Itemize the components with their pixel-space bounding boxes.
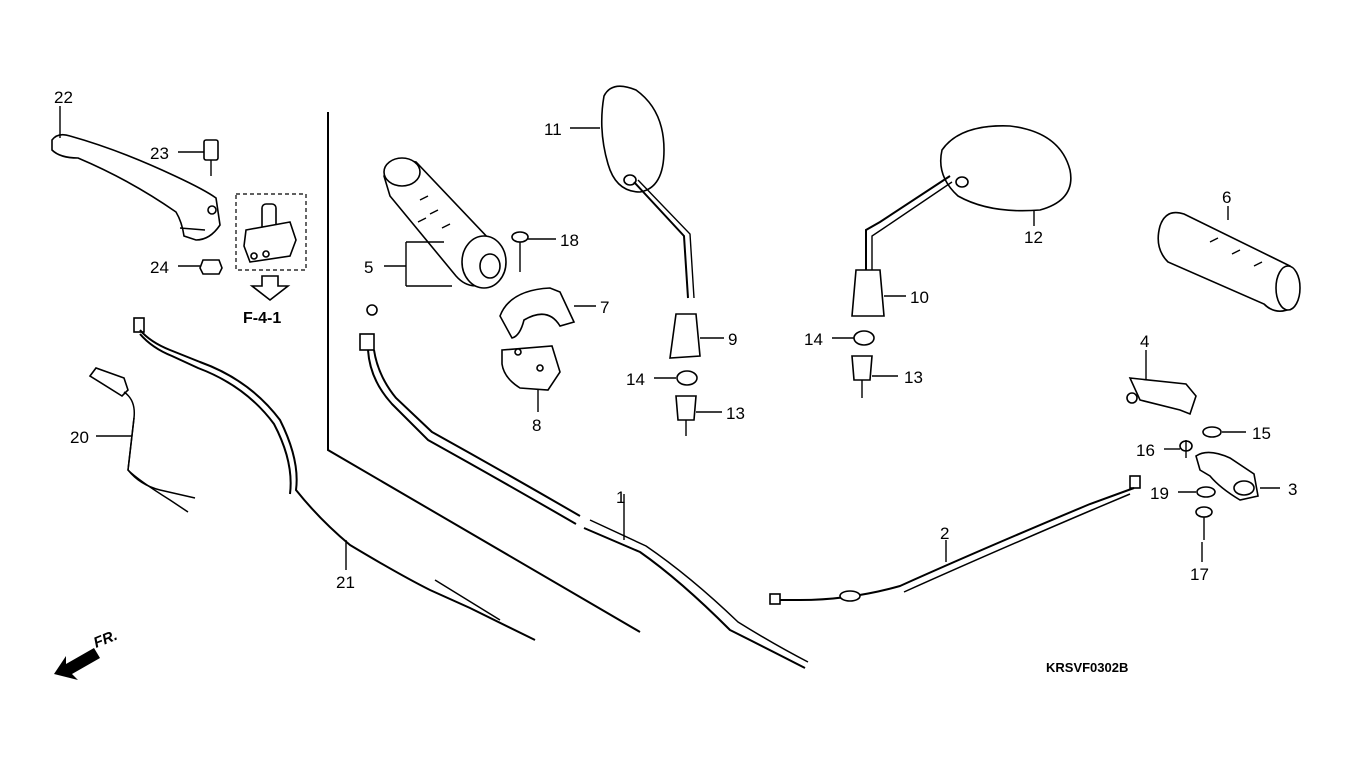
housing-lower[interactable]: [501, 345, 561, 391]
leader-lines: [59, 106, 1280, 570]
callout-2[interactable]: 2: [940, 524, 949, 543]
callout-23[interactable]: 23: [150, 144, 169, 163]
callout-21[interactable]: 21: [336, 573, 355, 592]
callout-20[interactable]: 20: [70, 428, 89, 447]
reference-label: F-4-1: [243, 310, 281, 327]
boot-10[interactable]: [851, 269, 885, 317]
clutch-switch[interactable]: [88, 367, 196, 513]
front-direction-label: FR.: [91, 627, 120, 652]
callout-11[interactable]: 11: [544, 120, 562, 139]
callout-14-left[interactable]: 14: [626, 370, 645, 389]
nut-24[interactable]: [199, 259, 223, 275]
callout-6[interactable]: 6: [1222, 188, 1231, 207]
callout-7[interactable]: 7: [600, 298, 609, 317]
callout-22[interactable]: 22: [54, 88, 73, 107]
callout-1[interactable]: 1: [616, 488, 625, 507]
adapter-13-left[interactable]: [675, 395, 697, 436]
boot-9[interactable]: [669, 313, 701, 359]
lever-3[interactable]: [1195, 451, 1259, 501]
callout-4[interactable]: 4: [1140, 332, 1149, 351]
mirror-left[interactable]: [600, 85, 695, 299]
callout-9[interactable]: 9: [728, 330, 737, 349]
callout-10[interactable]: 10: [910, 288, 929, 307]
nut-14-right[interactable]: [853, 330, 875, 346]
washer-15[interactable]: [1202, 426, 1222, 438]
callout-16[interactable]: 16: [1136, 441, 1155, 460]
callout-24[interactable]: 24: [150, 258, 169, 277]
diagram-code: KRSVF0302B: [1046, 660, 1128, 675]
reference-box: [235, 193, 307, 271]
mirror-right[interactable]: [865, 125, 1072, 296]
callout-15[interactable]: 15: [1252, 424, 1271, 443]
cable-2[interactable]: [769, 475, 1141, 605]
callout-19[interactable]: 19: [1150, 484, 1169, 503]
callout-17[interactable]: 17: [1190, 565, 1209, 584]
front-arrow-icon: [54, 648, 100, 680]
handle-grip[interactable]: [1157, 211, 1301, 312]
callout-13-right[interactable]: 13: [904, 368, 923, 387]
nut-14-left[interactable]: [676, 370, 698, 386]
separator-line: [327, 112, 641, 633]
callout-18[interactable]: 18: [560, 231, 579, 250]
callout-14-right[interactable]: 14: [804, 330, 823, 349]
reference-part-icon: [243, 203, 297, 263]
throttle-grip[interactable]: [383, 157, 507, 289]
bracket-4[interactable]: [1126, 377, 1197, 416]
screw-18[interactable]: [511, 231, 529, 272]
washer-19[interactable]: [1196, 486, 1216, 498]
callout-3[interactable]: 3: [1288, 480, 1297, 499]
reference-arrow-icon: [249, 275, 291, 302]
bolt-16[interactable]: [1179, 440, 1193, 458]
clutch-lever[interactable]: [51, 133, 221, 241]
callout-12[interactable]: 12: [1024, 228, 1043, 247]
throttle-cable[interactable]: [359, 304, 809, 669]
bolt-23[interactable]: [203, 139, 219, 176]
bolt-17[interactable]: [1195, 506, 1213, 540]
callout-8[interactable]: 8: [532, 416, 541, 435]
callout-5[interactable]: 5: [364, 258, 373, 277]
housing-upper[interactable]: [499, 287, 576, 339]
adapter-13-right[interactable]: [851, 355, 873, 398]
callout-13-left[interactable]: 13: [726, 404, 745, 423]
clutch-cable[interactable]: [133, 317, 536, 641]
